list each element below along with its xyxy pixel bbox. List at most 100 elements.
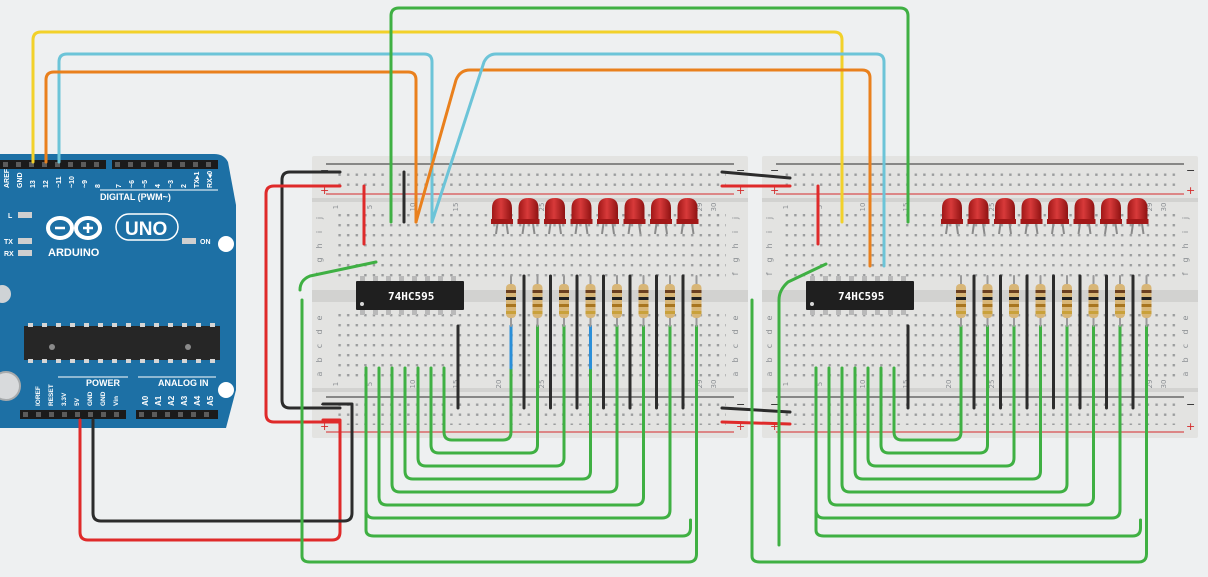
row-letter: a bbox=[315, 371, 324, 376]
red-led[interactable] bbox=[597, 198, 619, 235]
power-pin-label: 3.3V bbox=[61, 392, 68, 406]
wire-green-output[interactable] bbox=[853, 366, 1042, 481]
reset-button[interactable] bbox=[0, 285, 11, 303]
column-number: 29 bbox=[696, 380, 704, 389]
resistor[interactable] bbox=[506, 275, 516, 327]
red-led[interactable] bbox=[544, 198, 566, 235]
wire-cyan-pin11 bbox=[57, 52, 434, 224]
terminal-strip-bottom[interactable] bbox=[334, 308, 726, 380]
tx-led bbox=[18, 238, 32, 244]
power-rail-bottom[interactable] bbox=[334, 401, 726, 425]
resistor[interactable] bbox=[612, 275, 622, 327]
red-led[interactable] bbox=[1020, 198, 1043, 235]
red-led[interactable] bbox=[1073, 198, 1096, 235]
wire-green-output[interactable] bbox=[827, 366, 1095, 507]
resistor[interactable] bbox=[1141, 275, 1152, 327]
red-led[interactable] bbox=[623, 198, 646, 235]
power-rail-top[interactable] bbox=[784, 166, 1176, 190]
resistor[interactable] bbox=[1035, 275, 1046, 327]
red-led[interactable] bbox=[1100, 198, 1122, 235]
chip-label: 74HC595 bbox=[388, 290, 434, 303]
red-led[interactable] bbox=[650, 198, 672, 235]
resistor[interactable] bbox=[982, 275, 993, 327]
terminal-strip-bottom[interactable] bbox=[784, 308, 1176, 380]
breadboard-1-output-wires[interactable] bbox=[300, 274, 702, 564]
power-header-label: POWER bbox=[86, 378, 121, 388]
resistor[interactable] bbox=[1088, 275, 1099, 327]
wire-green-output-loop[interactable] bbox=[364, 366, 692, 538]
column-number: 10 bbox=[409, 380, 417, 389]
rail-polarity-label: − bbox=[770, 164, 779, 177]
row-letter: h bbox=[731, 243, 740, 248]
row-letter: a bbox=[1181, 371, 1190, 376]
rail-polarity-label: + bbox=[736, 420, 745, 433]
wire-green-output[interactable] bbox=[892, 366, 963, 442]
wire-green-output-qh[interactable] bbox=[750, 298, 1148, 564]
wire-green-output[interactable] bbox=[442, 366, 513, 442]
row-letter: c bbox=[315, 344, 324, 348]
digital-pin-label: TX▸1 bbox=[194, 172, 201, 188]
resistor[interactable] bbox=[665, 275, 675, 327]
digital-header-right bbox=[112, 160, 218, 169]
column-number: 20 bbox=[495, 380, 503, 389]
digital-pin-label: ~3 bbox=[168, 180, 175, 188]
l-led bbox=[18, 212, 32, 218]
wire-green-output[interactable] bbox=[403, 366, 592, 481]
red-led[interactable] bbox=[676, 198, 699, 235]
wire-green-output[interactable] bbox=[377, 366, 645, 507]
red-led[interactable] bbox=[967, 198, 990, 235]
red-led[interactable] bbox=[517, 198, 540, 235]
red-led[interactable] bbox=[941, 198, 963, 235]
row-letter: d bbox=[731, 329, 740, 334]
red-led[interactable] bbox=[994, 198, 1016, 235]
chip-label: 74HC595 bbox=[838, 290, 884, 303]
column-number: 30 bbox=[1160, 203, 1168, 212]
wire-green-output-qh[interactable] bbox=[300, 298, 698, 564]
row-letter: a bbox=[731, 371, 740, 376]
wire-orange-latch bbox=[414, 68, 872, 268]
column-number: 15 bbox=[902, 203, 910, 212]
resistor[interactable] bbox=[559, 275, 569, 327]
red-led[interactable] bbox=[570, 198, 593, 235]
wire-black-rail-left bbox=[280, 170, 342, 410]
shift-register-74hc595[interactable]: 74HC595 bbox=[356, 276, 464, 315]
red-led[interactable] bbox=[1126, 198, 1149, 235]
row-letter: e bbox=[1181, 315, 1190, 320]
wire-green-output-loop[interactable] bbox=[814, 366, 1142, 538]
wires[interactable] bbox=[31, 6, 910, 547]
column-number: 25 bbox=[988, 380, 996, 389]
shift-register-74hc595[interactable]: 74HC595 bbox=[806, 276, 914, 315]
wire-green-output[interactable] bbox=[390, 366, 619, 494]
row-letter: d bbox=[765, 329, 774, 334]
resistor[interactable] bbox=[1009, 275, 1019, 327]
resistor[interactable] bbox=[1115, 275, 1125, 327]
resistor[interactable] bbox=[1062, 275, 1072, 327]
red-led[interactable] bbox=[491, 198, 513, 235]
breadboard-2-output-wires[interactable] bbox=[750, 274, 1152, 564]
wire-green-output[interactable] bbox=[840, 366, 1069, 494]
wire-green-output[interactable] bbox=[429, 366, 539, 455]
column-number: 15 bbox=[902, 380, 910, 389]
wire-green-output[interactable] bbox=[879, 366, 989, 455]
resistor[interactable] bbox=[691, 275, 702, 327]
resistor[interactable] bbox=[585, 275, 596, 327]
digital-pin-label: AREF bbox=[4, 168, 11, 188]
resistor[interactable] bbox=[532, 275, 543, 327]
power-rail-top[interactable] bbox=[334, 166, 726, 190]
mounting-hole-icon bbox=[218, 382, 234, 398]
wire-green-output[interactable] bbox=[866, 366, 1016, 468]
red-led[interactable] bbox=[1047, 198, 1069, 235]
resistor[interactable] bbox=[956, 275, 966, 327]
rx-led-label: RX bbox=[4, 251, 14, 258]
resistor[interactable] bbox=[638, 275, 649, 327]
wire-green-output[interactable] bbox=[416, 366, 566, 468]
column-number: 10 bbox=[859, 203, 867, 212]
digital-pin-label: 12 bbox=[43, 180, 50, 188]
power-rail-bottom[interactable] bbox=[784, 401, 1176, 425]
wire-red-5v bbox=[78, 418, 342, 542]
digital-pin-label: ~11 bbox=[56, 176, 63, 188]
row-letter: b bbox=[765, 357, 774, 362]
